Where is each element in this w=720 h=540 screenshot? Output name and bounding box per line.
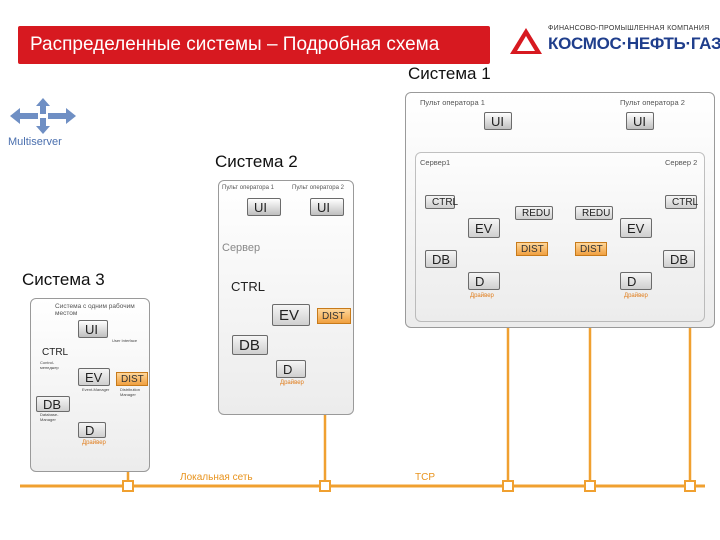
system1-db2-node[interactable]: DB xyxy=(663,250,695,268)
system3-ev-node[interactable]: EV xyxy=(78,368,110,386)
lan-port-3 xyxy=(502,480,514,492)
system1-redu1-node[interactable]: REDU xyxy=(515,206,553,220)
system2-label: Система 2 xyxy=(215,152,298,171)
system1-ev1-node[interactable]: EV xyxy=(468,218,500,238)
system1-ctrl1-node[interactable]: CTRL xyxy=(425,195,458,209)
system1-server-panel xyxy=(415,152,705,322)
system1-d2-node[interactable]: D xyxy=(620,272,652,290)
system1-dist2-node[interactable]: DIST xyxy=(575,242,607,256)
system2-ev-node[interactable]: EV xyxy=(272,304,310,326)
system1-ev2-node[interactable]: EV xyxy=(620,218,652,238)
system2-d-node[interactable]: D xyxy=(276,360,306,378)
system2-ctrl-node[interactable]: CTRL xyxy=(231,278,265,294)
system2-console1-label: Пульт оператора 1 xyxy=(222,185,274,191)
system1-dist1-node[interactable]: DIST xyxy=(516,242,548,256)
system3-ctrl-sub: Control-менеджер xyxy=(40,360,59,370)
page-title: Распределенные системы – Подробная схема xyxy=(18,26,490,64)
system1-ui2-node[interactable]: UI xyxy=(626,112,654,130)
lan-port-2 xyxy=(319,480,331,492)
system2-ui2-node[interactable]: UI xyxy=(310,198,344,216)
system1-redu2-node[interactable]: REDU xyxy=(575,206,613,220)
logo-subtitle: ФИНАНСОВО-ПРОМЫШЛЕННАЯ КОМПАНИЯ xyxy=(548,25,710,32)
system2-driver-label: Драйвер xyxy=(280,380,304,386)
logo-icon xyxy=(510,28,542,54)
system3-single-label: Система с одним рабочим местом xyxy=(55,303,135,317)
system2-console2-label: Пульт оператора 2 xyxy=(292,185,344,191)
system1-ui1-node[interactable]: UI xyxy=(484,112,512,130)
system1-console2-label: Пульт оператора 2 xyxy=(620,98,685,107)
system2-server-label: Сервер xyxy=(222,242,261,254)
logo-name: КОСМОС·НЕФТЬ·ГАЗ xyxy=(548,34,720,53)
system1-label: Система 1 xyxy=(408,64,491,83)
lan-port-5 xyxy=(684,480,696,492)
system1-server1-label: Сервер1 xyxy=(420,158,451,167)
system3-ui-node[interactable]: UI xyxy=(78,320,108,338)
system3-ui-sub: User Interface xyxy=(112,338,138,343)
system3-ctrl-node[interactable]: CTRL xyxy=(42,346,69,358)
system2-db-node[interactable]: DB xyxy=(232,335,268,355)
multiserver-icon xyxy=(10,98,76,134)
system3-d-node[interactable]: D xyxy=(78,422,106,438)
system3-db-sub: Database-Manager xyxy=(40,412,59,422)
system1-ctrl2-node[interactable]: CTRL xyxy=(665,195,698,209)
system1-driver1-label: Драйвер xyxy=(470,293,494,299)
system3-db-node[interactable]: DB xyxy=(36,396,70,412)
lan-port-4 xyxy=(584,480,596,492)
system1-driver2-label: Драйвер xyxy=(624,293,648,299)
lan-port-1 xyxy=(122,480,134,492)
system1-server2-label: Сервер 2 xyxy=(665,158,698,167)
system1-db1-node[interactable]: DB xyxy=(425,250,457,268)
system2-ui1-node[interactable]: UI xyxy=(247,198,281,216)
system1-d1-node[interactable]: D xyxy=(468,272,500,290)
system3-dist-node[interactable]: DIST xyxy=(116,372,148,386)
tcp-label: TCP xyxy=(415,472,435,483)
multiserver-label: Multiserver xyxy=(8,136,62,148)
system2-dist-node[interactable]: DIST xyxy=(317,308,351,324)
system3-dist-sub: Distribution Manager xyxy=(120,387,141,397)
system3-driver-label: Драйвер xyxy=(82,440,106,446)
system1-console1-label: Пульт оператора 1 xyxy=(420,98,485,107)
lan-label: Локальная сеть xyxy=(180,472,253,483)
system3-ev-sub: Event-Manager xyxy=(82,387,110,392)
system3-label: Система 3 xyxy=(22,270,105,289)
